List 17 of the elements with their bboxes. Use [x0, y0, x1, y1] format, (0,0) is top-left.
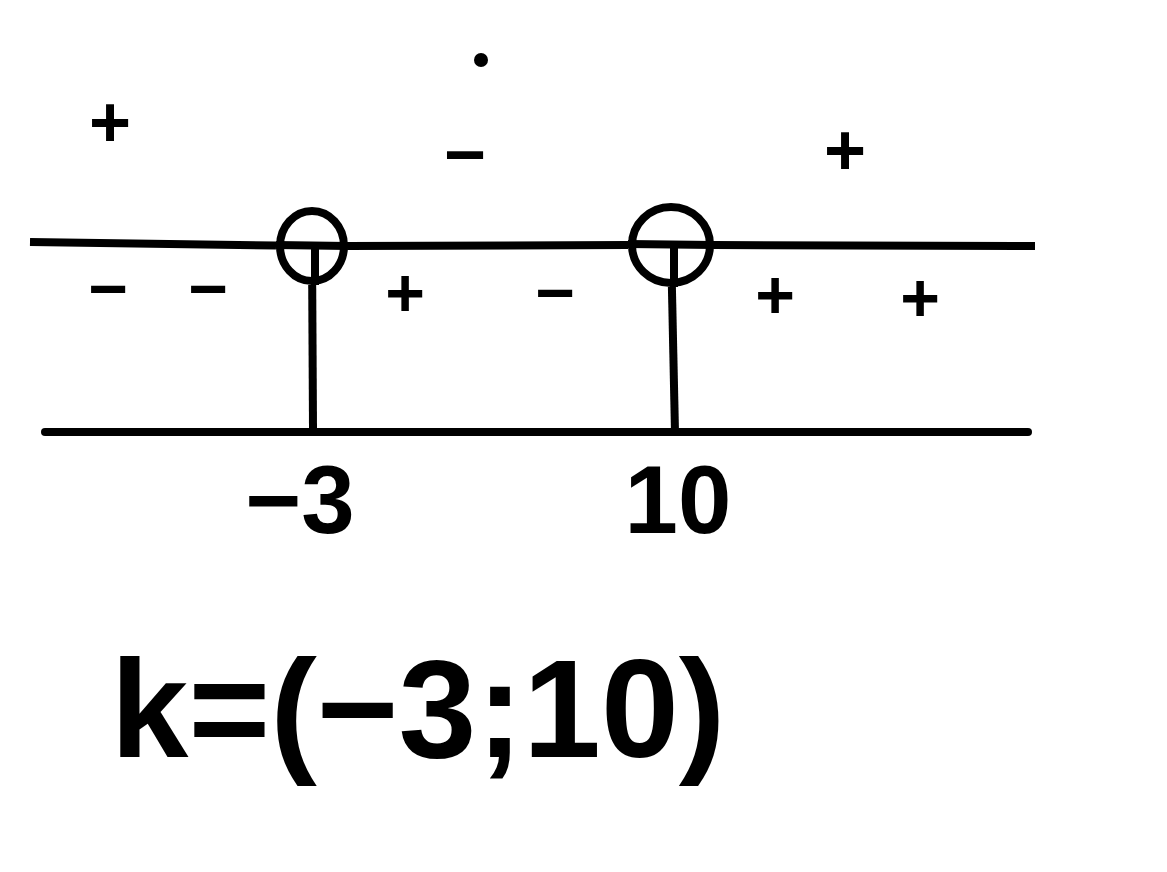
open-circle — [276, 207, 348, 285]
sign-label: − — [188, 254, 228, 322]
vertical-line — [667, 286, 679, 429]
sign-label: − — [88, 254, 128, 322]
tick-label: −3 — [245, 452, 355, 548]
number-line-segment — [29, 238, 277, 250]
sign-label: + — [755, 260, 795, 328]
sign-label: − — [535, 258, 575, 326]
tick-label: 10 — [624, 452, 732, 548]
sign-label: − — [444, 118, 486, 190]
sign-label: + — [900, 263, 940, 331]
interval-answer: k=(−3;10) — [110, 628, 726, 789]
sign-label: + — [385, 258, 425, 326]
sign-label: + — [824, 114, 866, 186]
open-circle — [628, 203, 714, 287]
vertical-line — [308, 284, 317, 429]
sign-label: + — [89, 86, 131, 158]
